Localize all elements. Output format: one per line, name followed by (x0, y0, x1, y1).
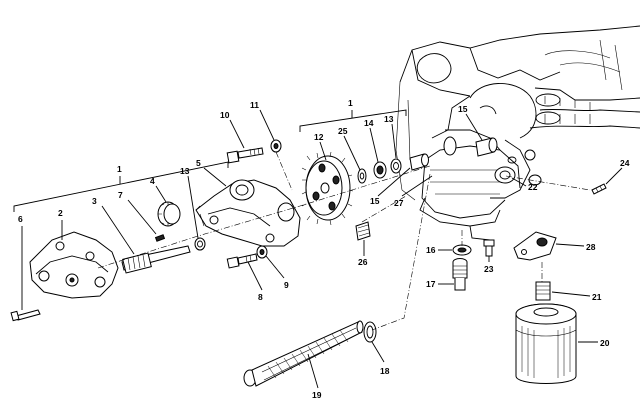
nozzle-part-26: 26 (355, 221, 371, 267)
label-part-13-right: 13 (384, 114, 394, 124)
label-part-24: 24 (620, 158, 630, 168)
group-bracket-left: 1 (13, 161, 229, 212)
label-part-2: 2 (58, 208, 63, 218)
label-part-26: 26 (358, 257, 368, 267)
washer-part-25: 25 (338, 126, 367, 184)
label-part-23: 23 (484, 264, 494, 274)
label-part-8: 8 (258, 292, 263, 302)
oil-filter-part-20: 20 (515, 303, 610, 384)
label-part-18: 18 (380, 366, 390, 376)
label-part-3: 3 (92, 196, 97, 206)
bolt-part-23: 23 (483, 239, 495, 274)
pin-part-7: 7 (118, 190, 166, 242)
group-bracket-right: 1 (299, 98, 407, 132)
label-group-1-right: 1 (348, 98, 353, 108)
crankcase-outline (395, 25, 640, 241)
label-part-11: 11 (250, 100, 259, 110)
label-part-13-left: 13 (180, 166, 190, 176)
gear-part-12: 12 (301, 132, 354, 226)
strainer-part-19: 19 (243, 320, 364, 400)
bolt-part-10: 10 (220, 110, 264, 164)
bracket-part-28: 28 (513, 231, 596, 261)
label-part-4: 4 (150, 176, 155, 186)
part-27-pointer: 27 (394, 175, 433, 208)
part-22-pointer: 22 (511, 177, 538, 192)
label-part-19: 19 (312, 390, 322, 400)
label-part-14: 14 (364, 118, 374, 128)
label-part-15-upper: 15 (458, 104, 468, 114)
label-part-5: 5 (196, 158, 201, 168)
label-part-28: 28 (586, 242, 596, 252)
bushing-part-15-lower: 15 (370, 153, 429, 206)
washer-part-9: 9 (256, 245, 289, 290)
label-part-10: 10 (220, 110, 230, 120)
label-part-20: 20 (600, 338, 610, 348)
label-part-22: 22 (528, 182, 538, 192)
pump-cover-part-2: 2 (29, 208, 119, 299)
washer-part-16: 16 (426, 244, 472, 256)
washer-part-11: 11 (250, 100, 282, 153)
o-ring-part-13-right: 13 (384, 114, 402, 174)
label-part-27: 27 (394, 198, 404, 208)
o-ring-part-13-left: 13 (180, 166, 206, 251)
bearing-part-14: 14 (364, 118, 387, 179)
label-part-9: 9 (284, 280, 289, 290)
plug-part-17: 17 (426, 258, 468, 291)
label-part-25: 25 (338, 126, 348, 136)
bolt-part-8: 8 (226, 253, 263, 302)
label-part-15-lower: 15 (370, 196, 380, 206)
label-group-1-left: 1 (117, 164, 122, 174)
screw-part-6: 6 (10, 214, 41, 322)
pump-body-part-5: 5 (195, 158, 301, 247)
seal-ring-part-18: 18 (363, 321, 390, 376)
label-part-21: 21 (592, 292, 602, 302)
label-part-12: 12 (314, 132, 324, 142)
label-part-17: 17 (426, 279, 436, 289)
label-part-6: 6 (18, 214, 23, 224)
screw-part-24: 24 (591, 158, 630, 195)
bushing-part-15-upper: 15 (458, 104, 498, 157)
assembly-axis-lines (97, 151, 591, 331)
nipple-part-21: 21 (535, 281, 602, 302)
rotor-gear-part-4: 4 (150, 176, 181, 227)
label-part-7: 7 (118, 190, 123, 200)
label-part-16: 16 (426, 245, 436, 255)
